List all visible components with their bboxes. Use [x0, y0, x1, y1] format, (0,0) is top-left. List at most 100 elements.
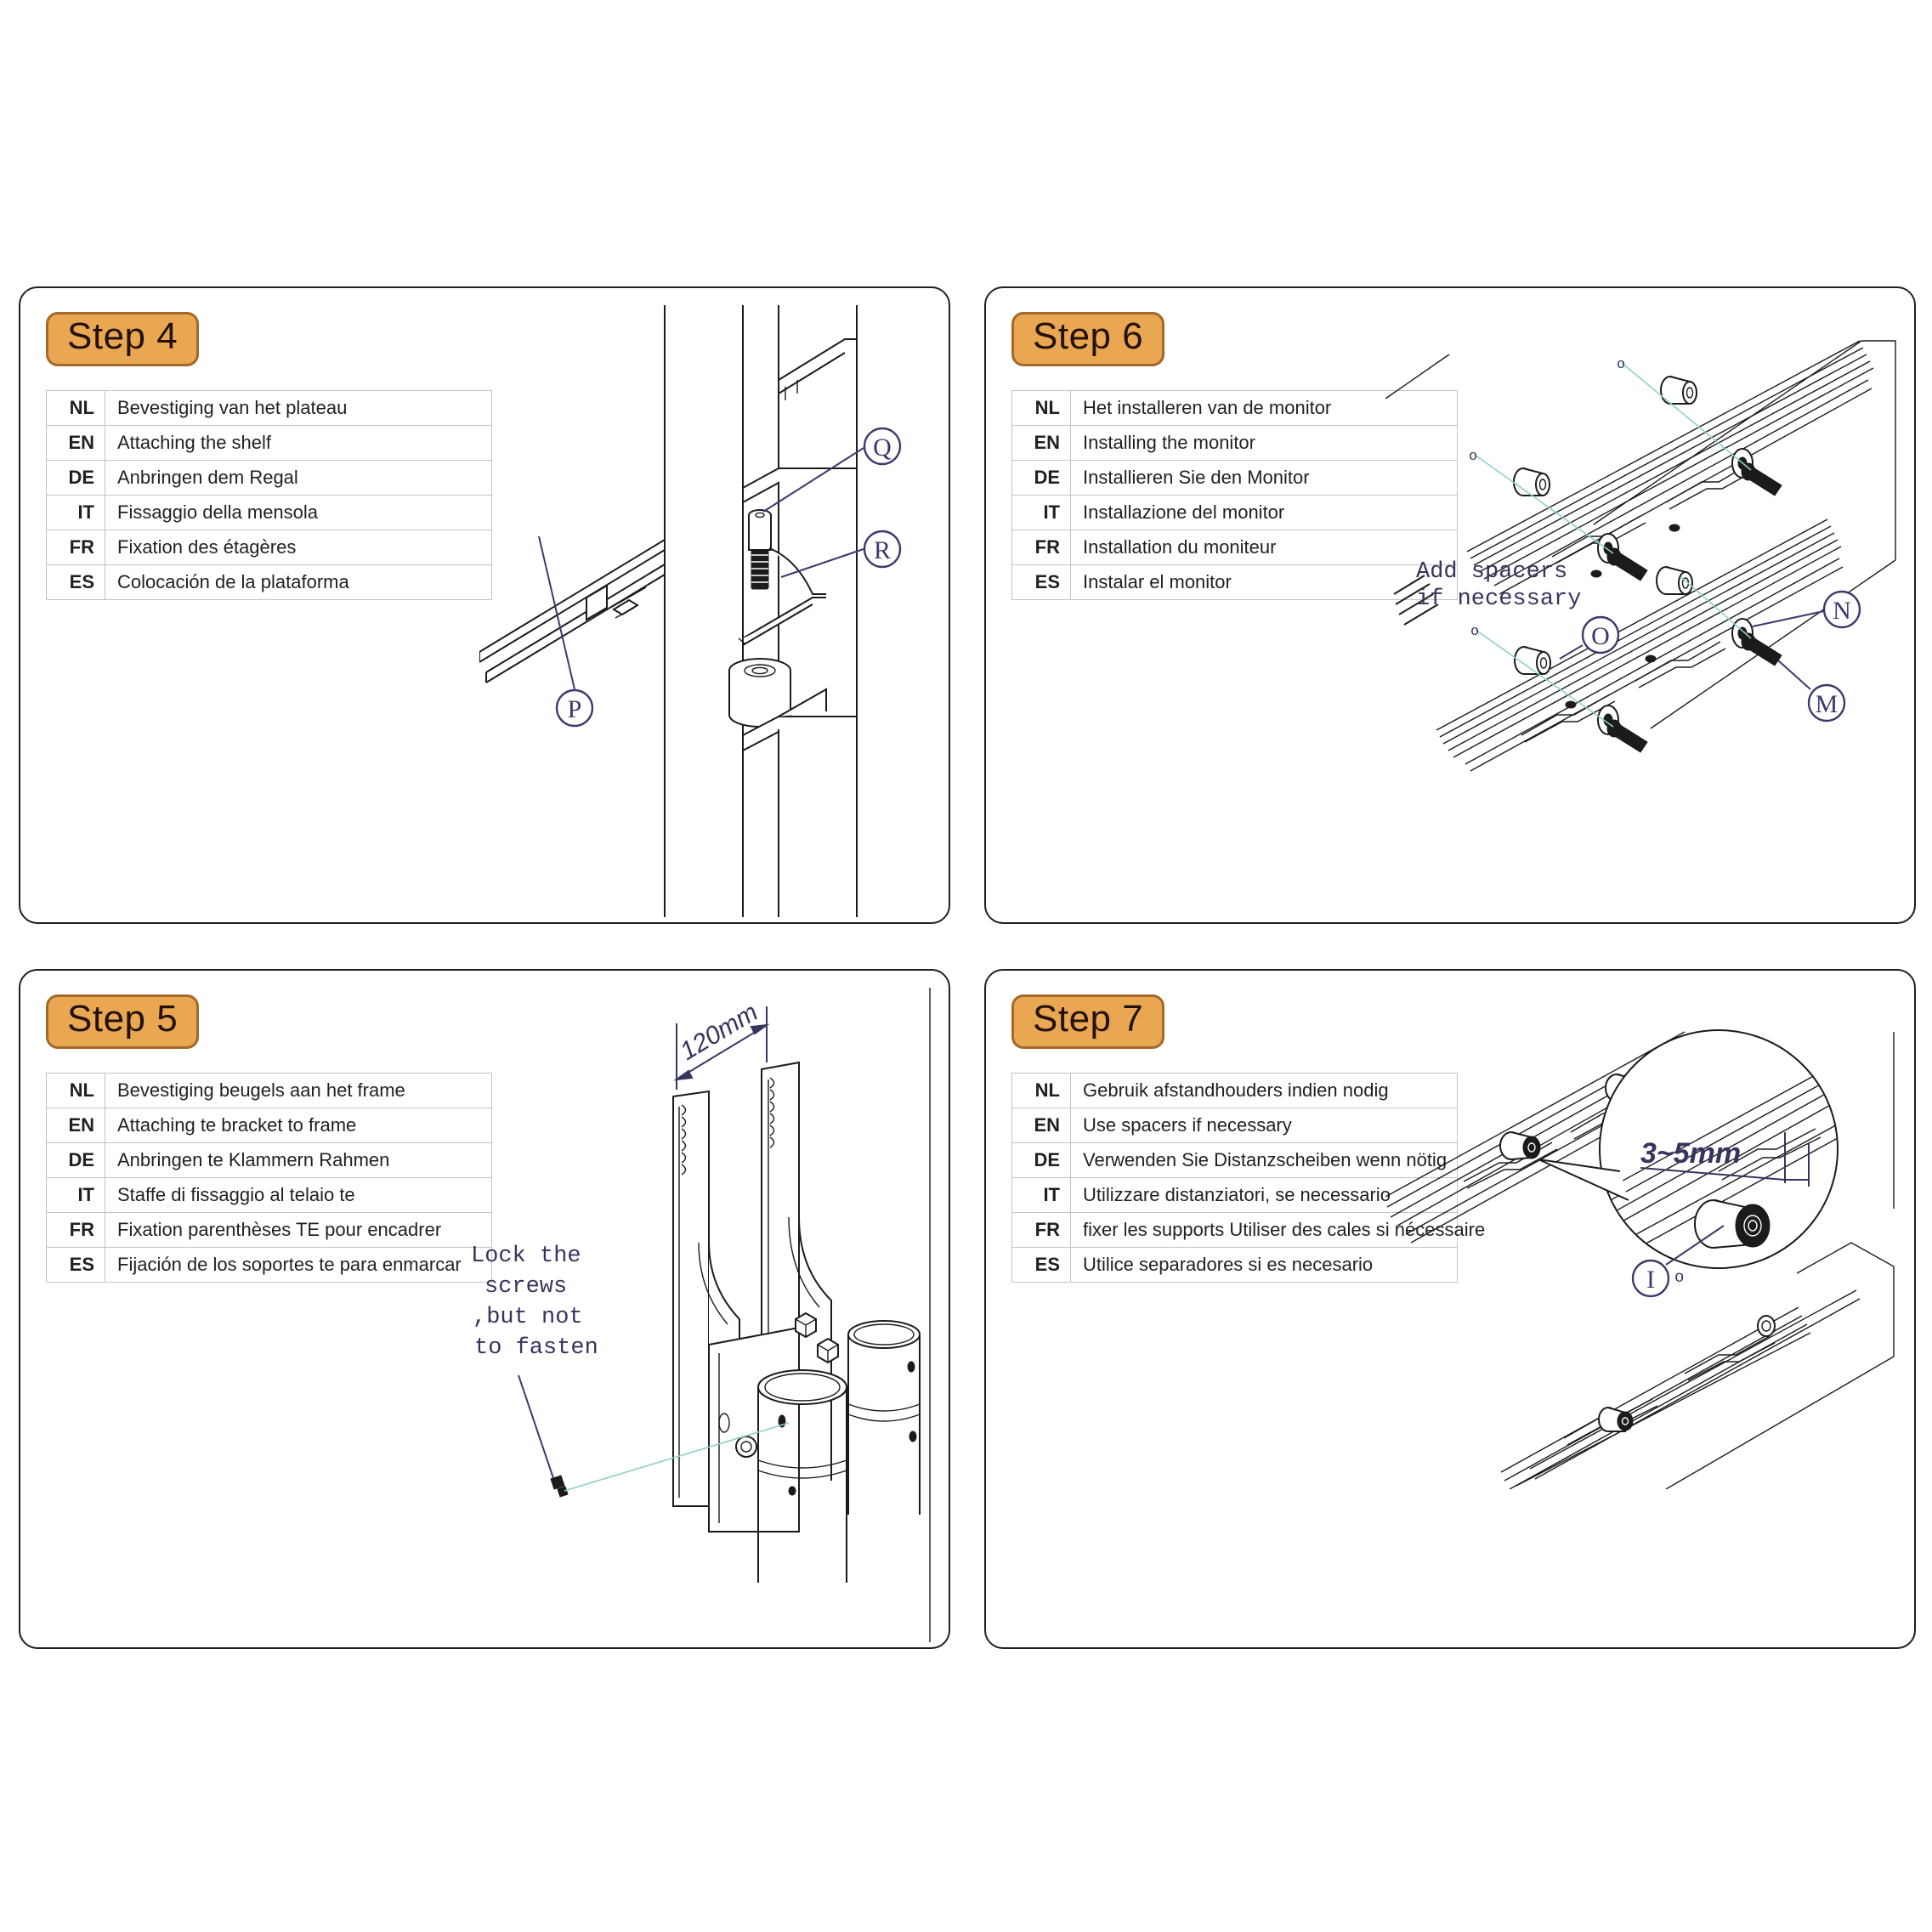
table-row: IT Staffe di fissaggio al telaio te	[46, 1177, 492, 1213]
lang-code: IT	[46, 1177, 105, 1213]
table-row: ES Utilice separadores si es necesario	[1011, 1247, 1458, 1283]
note-line-1: Add spacers	[1416, 559, 1567, 585]
screw-mid	[1606, 547, 1648, 581]
spacer-2	[1513, 467, 1550, 496]
lang-text: Attaching te bracket to frame	[105, 1108, 492, 1143]
callout-label: I	[1646, 1266, 1655, 1294]
dimension-label: 120mm	[676, 998, 763, 1066]
lang-code: EN	[1011, 425, 1071, 461]
table-row: IT Utilizzare distanziatori, se necessar…	[1011, 1177, 1458, 1213]
screw-bottom	[1606, 719, 1648, 753]
language-table-step-4: NL Bevestiging van het plateau EN Attach…	[46, 390, 492, 600]
callout-label: M	[1816, 690, 1839, 718]
table-row: FR Fixation des étagères	[46, 530, 492, 565]
lang-code: IT	[1011, 1177, 1071, 1213]
lang-code: DE	[46, 460, 105, 496]
lang-code: FR	[1011, 530, 1071, 565]
table-row: ES Colocación de la plataforma	[46, 564, 492, 600]
lang-code: NL	[46, 390, 105, 426]
lang-code: DE	[1011, 1142, 1071, 1178]
step-badge-4: Step 4	[46, 312, 200, 366]
panel-step-6: Step 6 NL Het installeren van de monitor…	[984, 286, 1916, 924]
language-table-step-5: NL Bevestiging beugels aan het frame EN …	[46, 1073, 492, 1283]
lang-code: ES	[1011, 1247, 1071, 1283]
spacer-mark: o	[1674, 1268, 1684, 1287]
hex-nut-lower	[817, 1337, 839, 1364]
lang-text: Installation du moniteur	[1070, 530, 1458, 565]
technical-drawing-step-5: 120mm Lock the screws ,but not to fasten	[454, 988, 943, 1642]
lang-code: NL	[1011, 1073, 1071, 1108]
step-badge-5: Step 5	[46, 994, 200, 1049]
note-line-2: if necessary	[1416, 586, 1581, 612]
spacer-assembly-lower	[1598, 1407, 1634, 1432]
callout-label: P	[568, 695, 582, 723]
callout-label: Q	[873, 433, 892, 462]
lang-text: Installazione del monitor	[1070, 495, 1458, 530]
spacer-mark: o	[1470, 624, 1479, 640]
lang-text: Fixation des étagères	[105, 530, 492, 565]
screw-lower-mid	[1741, 632, 1782, 666]
table-row: DE Anbringen te Klammern Rahmen	[46, 1142, 492, 1178]
spacer-assembly-upper	[1499, 1131, 1541, 1160]
dimension-120mm: 120mm	[673, 998, 770, 1090]
table-row: DE Verwenden Sie Distanzscheiben wenn nö…	[1011, 1142, 1458, 1178]
callout-label: R	[874, 536, 891, 564]
lang-code: EN	[46, 425, 105, 461]
lang-text: Utilizzare distanziatori, se necessario	[1070, 1177, 1458, 1213]
lang-text: Installieren Sie den Monitor	[1070, 460, 1458, 496]
table-row: NL Gebruik afstandhouders indien nodig	[1011, 1073, 1458, 1108]
callout-Q: Q	[863, 427, 902, 466]
lang-code: FR	[1011, 1212, 1071, 1248]
lang-code: IT	[46, 495, 105, 530]
technical-drawing-step-6: o o o Add spacers if necessary	[1385, 305, 1912, 781]
step-badge-7: Step 7	[1011, 994, 1165, 1049]
lang-code: ES	[46, 564, 105, 600]
table-row: ES Fijación de los soportes te para enma…	[46, 1247, 492, 1283]
lang-text: Installing the monitor	[1070, 425, 1458, 461]
lang-code: DE	[1011, 460, 1071, 496]
lang-text: Utilice separadores si es necesario	[1070, 1247, 1458, 1283]
table-row: FR Fixation parenthèses TE pour encadrer	[46, 1212, 492, 1248]
lang-text: Fixation parenthèses TE pour encadrer	[105, 1212, 492, 1248]
table-row: EN Installing the monitor	[1011, 425, 1458, 461]
callout-P: P	[555, 688, 594, 728]
table-row: FR Installation du moniteur	[1011, 530, 1458, 565]
lang-code: ES	[46, 1247, 105, 1283]
lang-text: Fijación de los soportes te para enmarca…	[105, 1247, 492, 1283]
panel-step-5: Step 5 NL Bevestiging beugels aan het fr…	[19, 969, 950, 1649]
lang-text: Staffe di fissaggio al telaio te	[105, 1177, 492, 1213]
spacer-3	[1656, 566, 1693, 595]
lang-code: FR	[46, 1212, 105, 1248]
table-row: NL Bevestiging van het plateau	[46, 390, 492, 426]
panel-step-4: Step 4 NL Bevestiging van het plateau EN…	[19, 286, 950, 924]
lang-text: Fissaggio della mensola	[105, 495, 492, 530]
table-row: IT Fissaggio della mensola	[46, 495, 492, 530]
technical-drawing-step-7: 3~5mm I o	[1385, 1013, 1912, 1489]
dimension-label: 3~5mm	[1640, 1137, 1741, 1170]
lang-text: Het installeren van de monitor	[1070, 390, 1458, 426]
lang-text: Bevestiging beugels aan het frame	[105, 1073, 492, 1108]
lang-code: DE	[46, 1142, 105, 1178]
spacer-mark: o	[1469, 449, 1477, 465]
note-line-2: screws	[484, 1274, 567, 1300]
step-badge-6: Step 6	[1011, 312, 1165, 366]
lang-text: Instalar el monitor	[1070, 564, 1458, 600]
note-line-4: to fasten	[474, 1335, 598, 1361]
lang-code: ES	[1011, 564, 1071, 600]
spacer-mark: o	[1617, 357, 1625, 373]
callout-N: N	[1822, 590, 1861, 629]
spacer-assembly-lower-2	[1757, 1315, 1776, 1337]
table-row: DE Anbringen dem Regal	[46, 460, 492, 496]
lang-text: fixer les supports Utiliser des cales si…	[1070, 1212, 1485, 1248]
table-row: EN Attaching the shelf	[46, 425, 492, 461]
technical-drawing-step-4: P Q R	[479, 305, 943, 917]
callout-R: R	[863, 530, 902, 569]
note-line-3: ,but not	[473, 1305, 583, 1330]
lang-code: NL	[46, 1073, 105, 1108]
lang-text: Verwenden Sie Distanzscheiben wenn nötig	[1070, 1142, 1458, 1178]
table-row: IT Installazione del monitor	[1011, 495, 1458, 530]
table-row: EN Attaching te bracket to frame	[46, 1108, 492, 1143]
lang-text: Gebruik afstandhouders indien nodig	[1070, 1073, 1458, 1108]
lang-text: Attaching the shelf	[105, 425, 492, 461]
